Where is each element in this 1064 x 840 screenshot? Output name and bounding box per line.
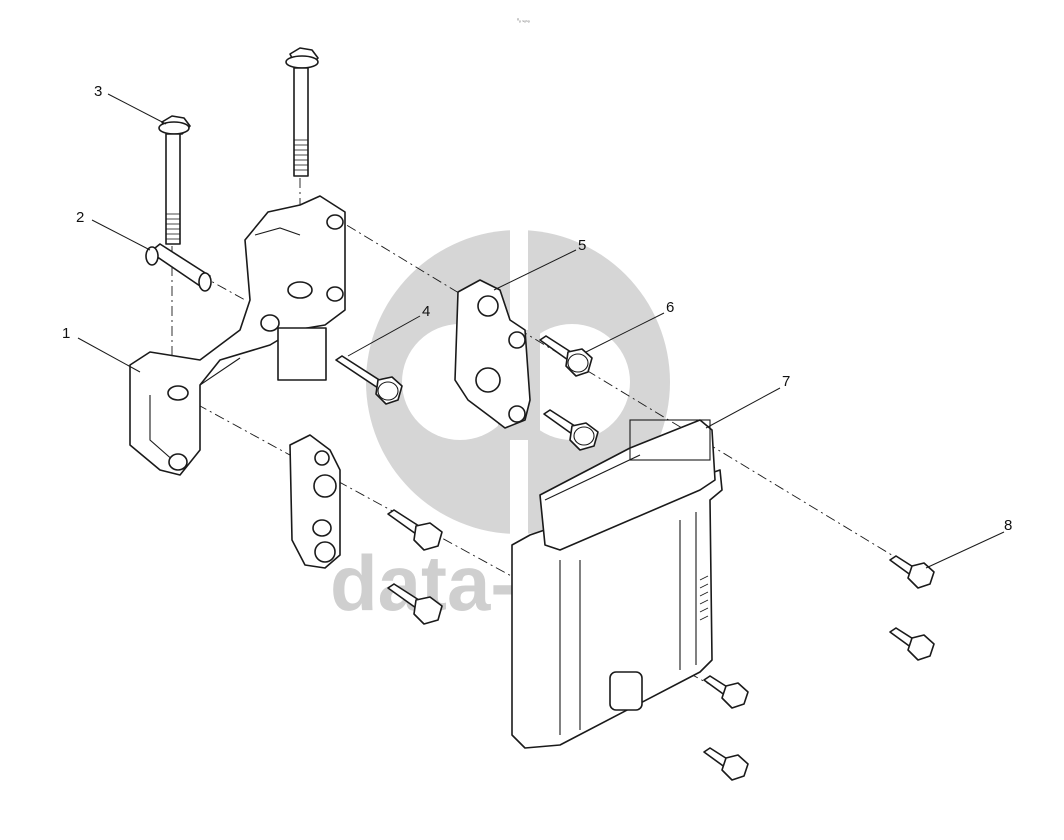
callout-2: 2	[76, 209, 84, 226]
bracket-part-1	[129, 195, 346, 476]
bolt-top-long	[285, 47, 319, 177]
callout-7: 7	[782, 373, 790, 390]
bolt-bottom-a	[703, 675, 749, 709]
bolt-lower-a	[387, 509, 443, 551]
callout-1: 1	[62, 325, 70, 342]
bolt-right-b	[889, 627, 935, 661]
bolt-part-6	[539, 335, 593, 377]
callout-3: 3	[94, 83, 102, 100]
leader-lines	[77, 93, 1005, 569]
bolt-lower-b	[387, 583, 443, 625]
plate-part-5	[454, 279, 531, 429]
bolt-mid-right	[543, 409, 599, 451]
plate-lower-left	[289, 434, 341, 569]
bolt-part-8	[889, 555, 935, 589]
bolt-part-4	[335, 355, 403, 405]
callout-6: 6	[666, 299, 674, 316]
ecu-module-part-7	[511, 419, 723, 749]
header-mark: ⁰ₒ ₛₒₛₒ	[517, 18, 530, 24]
bolt-part-3	[158, 115, 191, 245]
spacer-part-2	[145, 243, 212, 292]
bolt-bottom-b	[703, 747, 749, 781]
callout-4: 4	[422, 303, 430, 320]
callout-8: 8	[1004, 517, 1012, 534]
callout-5: 5	[578, 237, 586, 254]
